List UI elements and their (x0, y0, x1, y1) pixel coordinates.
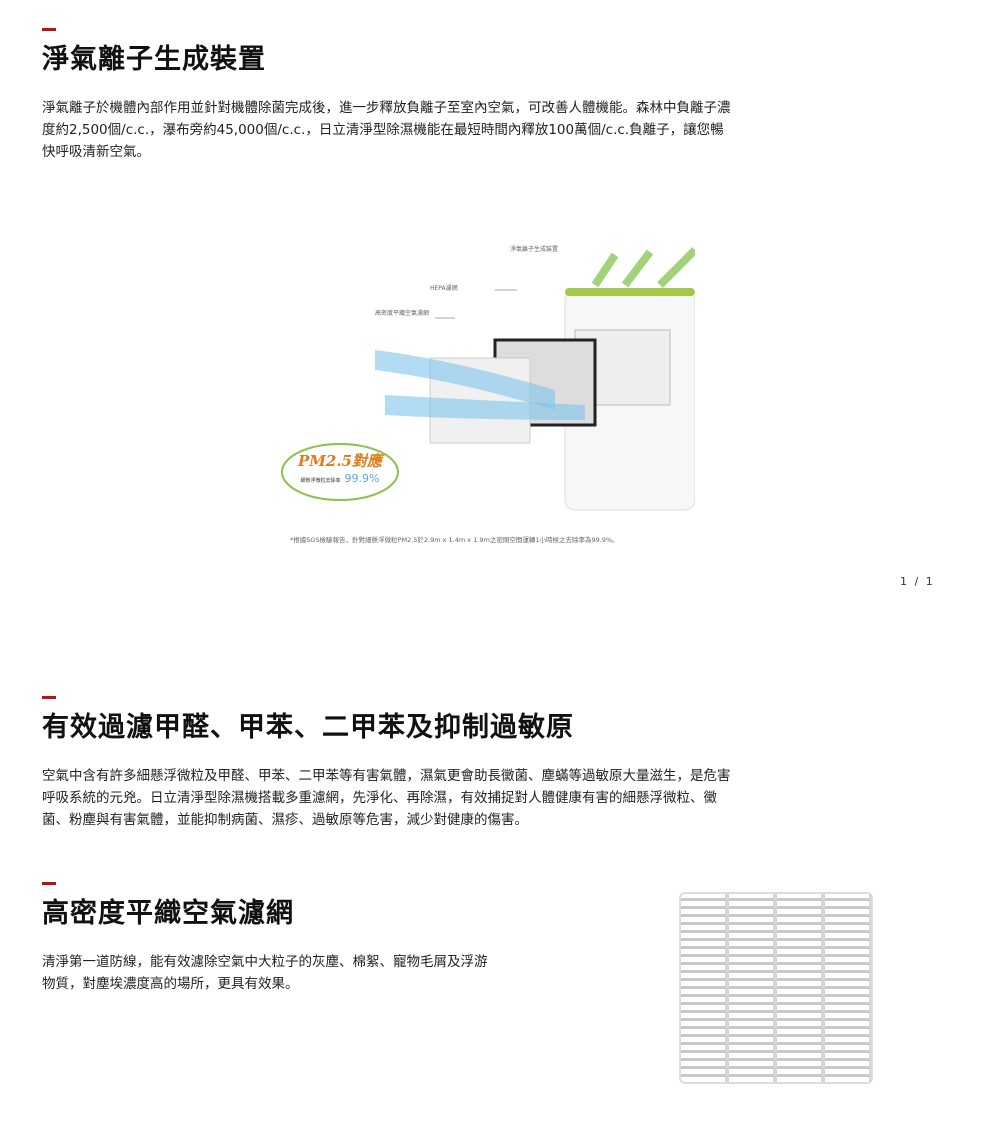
section-title: 高密度平織空氣濾網 (42, 898, 294, 929)
pm25-badge: PM2.5對應 細懸浮微粒去除率 99.9% (285, 452, 395, 485)
section-title: 有效過濾甲醛、甲苯、二甲苯及抑制過敏原 (42, 712, 574, 743)
label-mesh: 高密度平織空氣濾網 (375, 310, 430, 317)
section-body: 淨氣離子於機體內部作用並針對機體除菌完成後，進一步釋放負離子至室內空氣，可改善人… (42, 100, 731, 160)
badge-row: 細懸浮微粒去除率 99.9% (301, 472, 380, 485)
accent-bar (42, 882, 56, 885)
accent-bar (42, 696, 56, 699)
accent-bar (42, 28, 56, 31)
section-mesh-filter: 高密度平織空氣濾網 清淨第一道防線，能有效濾除空氣中大粒子的灰塵、棉絮、寵物毛屑… (42, 882, 492, 995)
section-body: 清淨第一道防線，能有效濾除空氣中大粒子的灰塵、棉絮、寵物毛屑及浮游物質，對塵埃濃… (42, 954, 488, 992)
section-title: 淨氣離子生成裝置 (42, 44, 266, 75)
label-ion: 淨氣離子生成裝置 (510, 246, 559, 253)
mesh-filter-image (679, 892, 873, 1084)
label-hepa: HEPA濾網 (430, 285, 458, 292)
section-filtration: 有效過濾甲醛、甲苯、二甲苯及抑制過敏原 空氣中含有許多細懸浮微粒及甲醛、甲苯、二… (42, 696, 732, 831)
product-illustration: 淨氣離子生成裝置 HEPA濾網 高密度平織空氣濾網 PM2.5對應 細懸浮微粒去… (255, 240, 698, 550)
badge-sub: 細懸浮微粒去除率 (300, 478, 341, 484)
footnote: *根據SGS檢驗報告，針對細懸浮微粒PM2.5於2.9m x 1.4m x 1.… (290, 536, 619, 544)
section-body: 空氣中含有許多細懸浮微粒及甲醛、甲苯、二甲苯等有害氣體，濕氣更會助長黴菌、塵蟎等… (42, 768, 731, 828)
badge-value: 99.9% (344, 472, 380, 485)
badge-title: PM2.5對應 (298, 452, 382, 470)
pager: 1 / 1 (900, 575, 935, 588)
dehumidifier-diagram (281, 247, 698, 511)
section-ion-generator: 淨氣離子生成裝置 淨氣離子於機體內部作用並針對機體除菌完成後，進一步釋放負離子至… (42, 28, 732, 163)
